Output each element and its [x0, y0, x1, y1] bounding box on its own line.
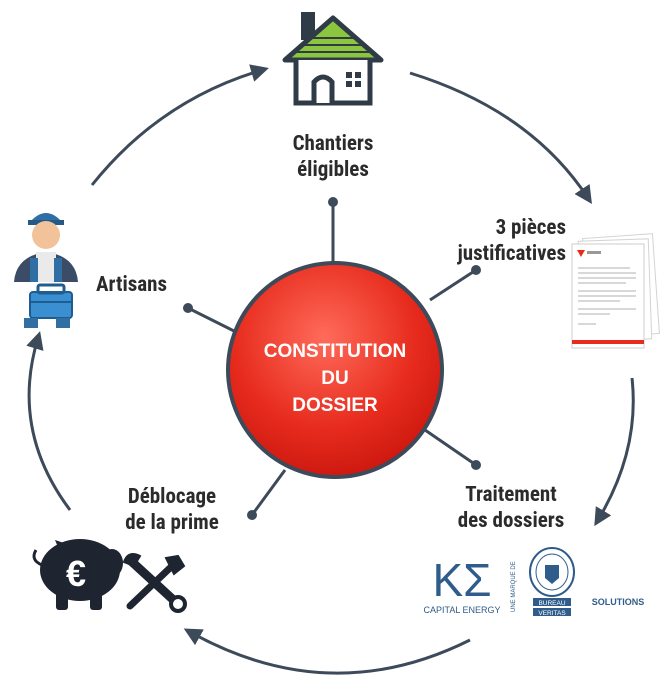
label-deblocage-line2: de la prime — [125, 511, 219, 535]
capital-energy-logo: KΣ CAPITAL ENERGY — [423, 554, 500, 615]
bureau-veritas-logo: BUREAU VERITAS SOLUTIONS — [529, 547, 645, 617]
center-title-line2: DU — [321, 368, 349, 389]
arrow-top-right — [409, 71, 592, 205]
logo-solutions-text: SOLUTIONS — [592, 597, 645, 607]
center-title-line3: DOSSIER — [292, 395, 378, 416]
connector-dots — [183, 197, 481, 520]
center-title-line1: CONSTITUTION — [263, 341, 407, 362]
label-deblocage: Déblocage de la prime — [100, 484, 244, 536]
une-marque-de-text: UNE MARQUE DE — [511, 561, 517, 612]
arrow-right — [594, 377, 635, 527]
svg-text:KΣ: KΣ — [432, 554, 491, 606]
label-pieces-line1: 3 pièces — [495, 216, 566, 240]
house-icon — [282, 12, 384, 106]
logo-capital-energy-text: CAPITAL ENERGY — [423, 605, 500, 615]
connector-traitement — [424, 428, 477, 467]
cycle-arrows — [26, 64, 635, 675]
piggy-bank-icon: € — [32, 539, 123, 610]
dot-pieces — [471, 265, 481, 275]
label-chantiers-line2: éligibles — [297, 158, 369, 182]
arrow-bottom — [183, 628, 471, 675]
label-deblocage-line1: Déblocage — [127, 485, 217, 509]
dot-chantiers — [328, 197, 338, 207]
center-circle — [226, 261, 444, 479]
connectors — [187, 202, 477, 516]
logo-bureau-text: BUREAU — [538, 600, 565, 607]
documents-icon — [571, 233, 660, 349]
svg-text:€: € — [66, 553, 86, 594]
arrow-left — [26, 331, 72, 511]
label-pieces: 3 pièces justificatives — [404, 215, 566, 267]
tools-icon — [122, 553, 187, 613]
label-chantiers-line1: Chantiers — [292, 132, 374, 156]
dot-artisans — [183, 303, 193, 313]
label-traitement-line2: des dossiers — [457, 509, 565, 533]
label-pieces-line2: justificatives — [457, 242, 566, 266]
label-chantiers: Chantiers éligibles — [258, 131, 408, 183]
svg-text:UNE MARQUE DE: UNE MARQUE DE — [511, 561, 517, 612]
arrow-top-left — [90, 64, 269, 186]
label-traitement-line1: Traitement — [465, 483, 557, 507]
connector-deblocage — [250, 469, 287, 516]
dot-traitement — [471, 460, 481, 470]
label-artisans-text: Artisans — [96, 273, 168, 297]
connector-pieces — [429, 268, 477, 302]
center-title: CONSTITUTION DU DOSSIER — [225, 338, 445, 419]
logo-veritas-text: VERITAS — [538, 610, 566, 617]
dot-deblocage — [247, 510, 257, 520]
label-traitement: Traitement des dossiers — [430, 482, 592, 534]
connector-artisans — [187, 306, 239, 335]
label-artisans: Artisans — [96, 272, 206, 298]
artisan-icon — [14, 213, 78, 328]
